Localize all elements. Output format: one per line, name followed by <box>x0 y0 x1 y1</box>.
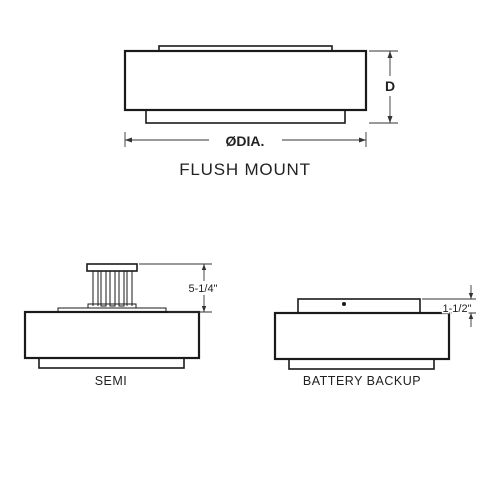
flush-mount-depth-label: D <box>385 78 395 94</box>
semi-view: 5-1/4" SEMI <box>23 263 222 388</box>
battery-backup-indicator-icon <box>342 302 346 306</box>
semi-canopy <box>86 263 138 272</box>
battery-backup-drum <box>273 311 451 361</box>
semi-diffuser <box>38 357 185 369</box>
battery-backup-diffuser <box>288 358 435 370</box>
battery-backup-height-dimension: 1-1/2" <box>422 285 476 327</box>
battery-backup-title: BATTERY BACKUP <box>303 374 421 388</box>
semi-title: SEMI <box>95 374 128 388</box>
flush-mount-drum <box>123 49 368 112</box>
battery-backup-housing <box>297 298 421 314</box>
flush-mount-diameter-label: ØDIA. <box>226 133 265 149</box>
flush-mount-view: ØDIA. D FLUSH MOUNT <box>123 45 401 179</box>
battery-backup-height-label: 1-1/2" <box>443 303 472 315</box>
flush-mount-title: FLUSH MOUNT <box>179 160 311 179</box>
flush-mount-diffuser <box>145 109 346 124</box>
flush-mount-diameter-dimension: ØDIA. <box>124 131 367 149</box>
battery-backup-view: 1-1/2" BATTERY BACKUP <box>273 285 476 388</box>
semi-height-dimension: 5-1/4" <box>139 263 222 313</box>
semi-height-label: 5-1/4" <box>189 283 218 295</box>
semi-drum <box>23 310 201 360</box>
semi-stem <box>87 270 137 309</box>
flush-mount-depth-dimension: D <box>369 50 401 124</box>
